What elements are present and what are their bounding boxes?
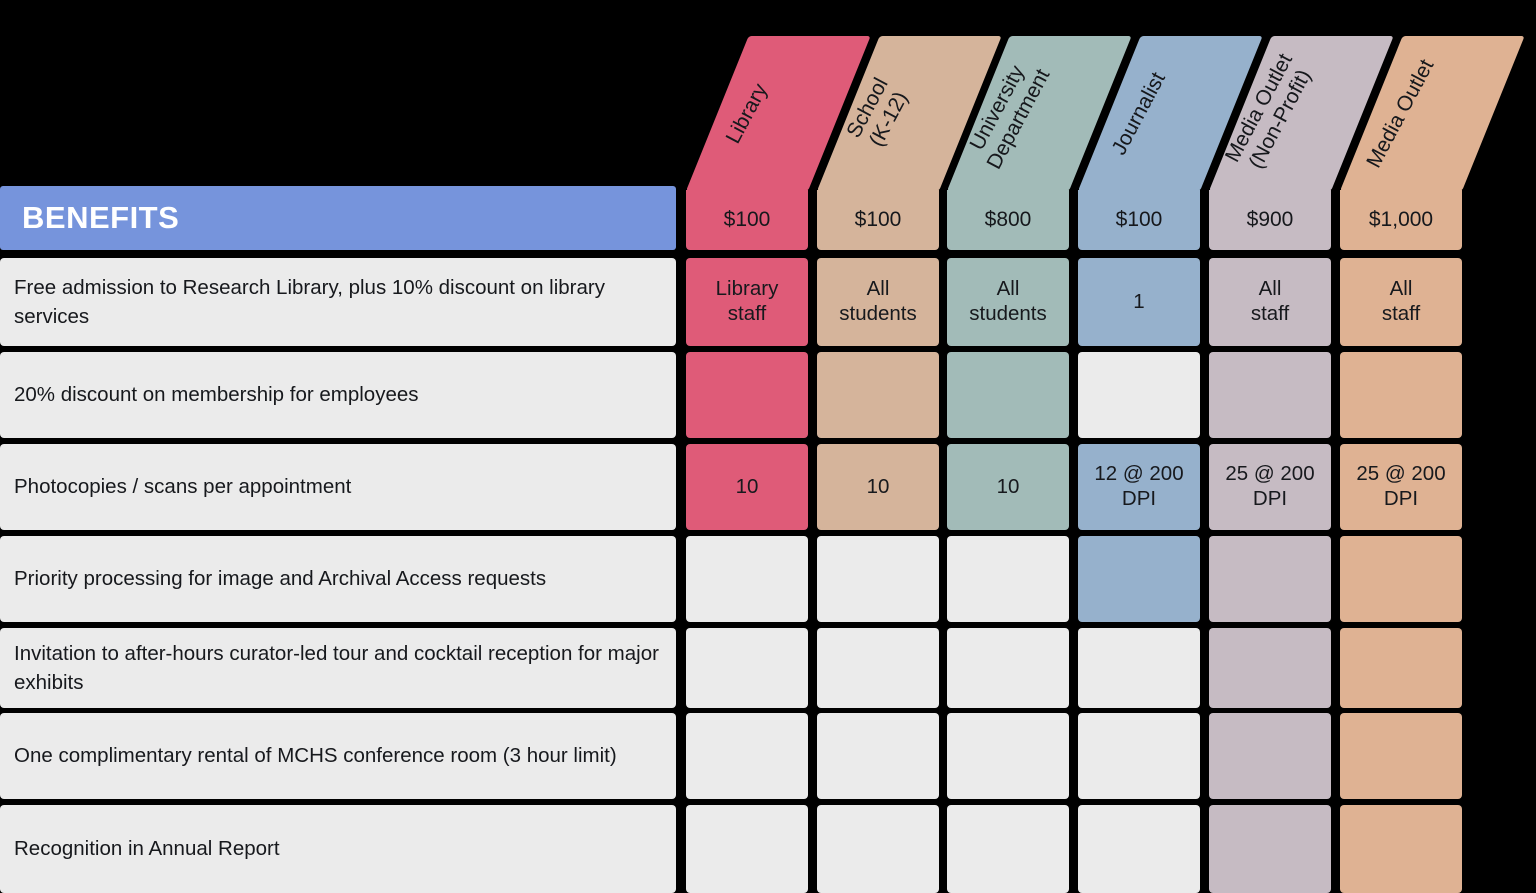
table-row: Free admission to Research Library, plus… [0,258,1536,346]
table-row: Recognition in Annual Report [0,805,1536,893]
benefit-cell[interactable]: Library staff [686,258,808,346]
benefit-cell[interactable]: 25 @ 200 DPI [1209,444,1331,530]
benefit-cell[interactable] [1209,536,1331,622]
column-header-tab-3[interactable]: University Department [947,36,1132,191]
column-header-tab-5[interactable]: Media Outlet (Non-Profit) [1209,36,1394,191]
benefit-cell[interactable]: 10 [947,444,1069,530]
table-row: One complimentary rental of MCHS confere… [0,713,1536,799]
benefit-cell[interactable] [817,352,939,438]
benefit-cell[interactable] [817,805,939,893]
benefit-cell[interactable]: 12 @ 200 DPI [1078,444,1200,530]
benefit-cell[interactable] [1340,536,1462,622]
benefit-cell[interactable] [1078,713,1200,799]
benefit-cell[interactable] [686,805,808,893]
benefit-cell[interactable] [1340,713,1462,799]
benefit-cell[interactable]: 1 [1078,258,1200,346]
benefit-label: Invitation to after-hours curator-led to… [0,628,676,708]
column-price-3: $800 [947,190,1069,250]
column-header-tab-6[interactable]: Media Outlet [1340,36,1525,191]
benefit-cell[interactable] [1078,352,1200,438]
benefit-label: 20% discount on membership for employees [0,352,676,438]
benefit-cell[interactable] [947,805,1069,893]
benefit-cell[interactable] [947,713,1069,799]
benefit-label: Photocopies / scans per appointment [0,444,676,530]
benefit-cell[interactable]: 10 [686,444,808,530]
benefit-cell[interactable] [686,352,808,438]
benefit-cell[interactable] [1078,805,1200,893]
benefit-cell[interactable] [686,713,808,799]
benefit-cell[interactable] [1209,713,1331,799]
column-price-1: $100 [686,190,808,250]
benefit-cell[interactable] [1340,805,1462,893]
table-row: Invitation to after-hours curator-led to… [0,628,1536,708]
benefit-cell[interactable] [947,352,1069,438]
benefit-cell[interactable]: All staff [1209,258,1331,346]
table-row: Priority processing for image and Archiv… [0,536,1536,622]
column-header-tab-2[interactable]: School (K-12) [817,36,1002,191]
column-price-2: $100 [817,190,939,250]
benefit-cell[interactable] [1340,352,1462,438]
benefit-label: Recognition in Annual Report [0,805,676,893]
benefit-cell[interactable]: All staff [1340,258,1462,346]
benefits-title-bar: BENEFITS [0,186,676,250]
benefit-cell[interactable] [817,713,939,799]
table-row: 20% discount on membership for employees [0,352,1536,438]
benefit-cell[interactable] [1209,352,1331,438]
benefit-cell[interactable] [1078,536,1200,622]
benefit-cell[interactable]: All students [817,258,939,346]
column-header-tab-4[interactable]: Journalist [1078,36,1263,191]
benefit-cell[interactable] [1340,628,1462,708]
column-price-6: $1,000 [1340,190,1462,250]
benefit-cell[interactable]: 10 [817,444,939,530]
benefit-cell[interactable]: 25 @ 200 DPI [1340,444,1462,530]
benefit-cell[interactable] [817,536,939,622]
benefit-cell[interactable] [686,628,808,708]
benefit-cell[interactable] [817,628,939,708]
column-header-shape [1340,36,1525,191]
benefit-label: Free admission to Research Library, plus… [0,258,676,346]
column-header-tab-1[interactable]: Library [686,36,871,191]
benefit-label: One complimentary rental of MCHS confere… [0,713,676,799]
page-title: BENEFITS [22,200,180,235]
benefit-cell[interactable] [1078,628,1200,708]
benefit-cell[interactable] [947,536,1069,622]
benefit-cell[interactable] [1209,628,1331,708]
benefit-label: Priority processing for image and Archiv… [0,536,676,622]
benefit-cell[interactable] [947,628,1069,708]
benefit-cell[interactable]: All students [947,258,1069,346]
benefit-cell[interactable] [686,536,808,622]
column-price-5: $900 [1209,190,1331,250]
benefit-cell[interactable] [1209,805,1331,893]
column-price-4: $100 [1078,190,1200,250]
